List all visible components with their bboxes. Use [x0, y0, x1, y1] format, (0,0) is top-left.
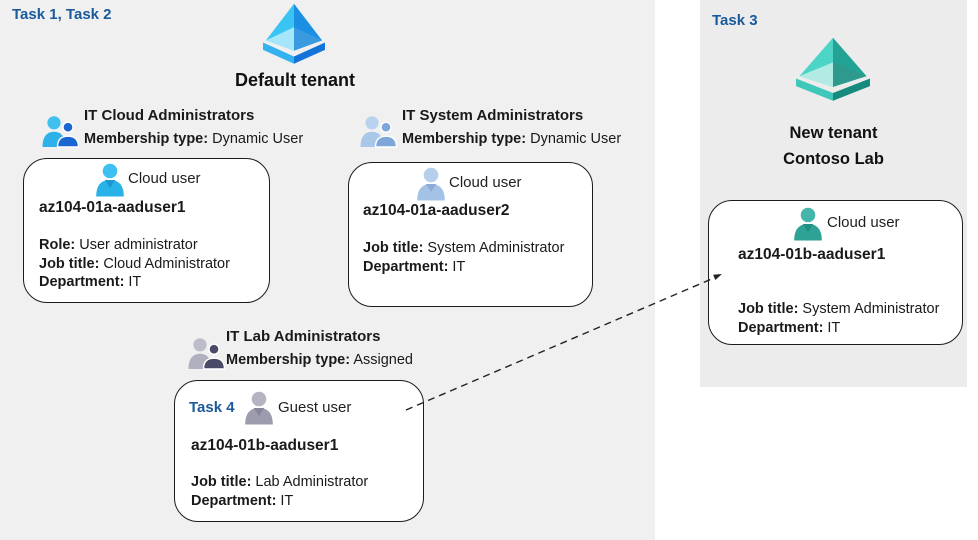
- group-icon-system-admins: [360, 115, 397, 148]
- field-value: IT: [827, 319, 841, 336]
- group-name-cloud-admins: IT Cloud Administrators: [84, 107, 255, 124]
- cloud-user-card-2: Cloud user az104-01a-aaduser2 Job title:…: [348, 162, 593, 307]
- field-value: User administrator: [79, 237, 198, 253]
- field-row: Role:User administrator: [39, 236, 230, 255]
- membership-value: Dynamic User: [212, 131, 304, 147]
- group-icon-lab-admins: [188, 337, 225, 370]
- field-label: Job title:: [191, 474, 252, 490]
- default-tenant-title: Default tenant: [234, 70, 355, 90]
- membership-label: Membership type:: [84, 131, 209, 147]
- field-value: System Administrator: [427, 240, 565, 256]
- card-type-label: Cloud user: [827, 214, 900, 231]
- username: az104-01a-aaduser2: [363, 202, 510, 219]
- guest-user-card: Task 4 Guest user az104-01b-aaduser1 Job…: [174, 380, 424, 522]
- field-row: Job title:System Administrator: [738, 300, 939, 319]
- task-1-2-label: Task 1, Task 2: [12, 6, 112, 23]
- field-row: Department:IT: [738, 319, 939, 338]
- field-label: Job title:: [39, 255, 100, 272]
- new-tenant-title: New tenant Contoso Lab: [700, 120, 967, 172]
- default-tenant-icon: [258, 3, 330, 66]
- new-tenant-icon: [790, 37, 876, 103]
- field-label: Role:: [39, 237, 76, 253]
- card-fields: Job title:System Administrator Departmen…: [738, 300, 939, 337]
- username: az104-01b-aaduser1: [738, 246, 886, 263]
- username: az104-01b-aaduser1: [191, 437, 339, 454]
- group-icon-cloud-admins: [42, 115, 79, 148]
- field-label: Department:: [738, 319, 824, 336]
- card-type-label: Guest user: [278, 399, 352, 416]
- username: az104-01a-aaduser1: [39, 199, 186, 216]
- person-icon-new-tenant-user: [793, 207, 823, 241]
- field-label: Job title:: [363, 240, 424, 256]
- field-row: Job title:Lab Administrator: [191, 473, 368, 492]
- membership-value: Assigned: [353, 352, 413, 368]
- person-icon-guest-user: [244, 391, 274, 425]
- membership-line-system-admins: Membership type: Dynamic User: [402, 131, 621, 147]
- field-value: IT: [452, 258, 466, 275]
- field-value: Cloud Administrator: [103, 255, 230, 272]
- field-value: System Administrator: [802, 301, 940, 317]
- card-fields: Job title:Lab Administrator Department:I…: [191, 473, 368, 510]
- card-fields: Job title:System Administrator Departmen…: [363, 239, 564, 276]
- field-value: IT: [128, 274, 142, 290]
- membership-value: Dynamic User: [530, 131, 622, 147]
- field-row: Department:IT: [39, 273, 230, 292]
- new-tenant-title-line1: New tenant: [789, 124, 878, 142]
- field-label: Department:: [363, 258, 449, 275]
- new-tenant-user-card: Cloud user az104-01b-aaduser1 Job title:…: [708, 200, 963, 345]
- membership-line-lab-admins: Membership type: Assigned: [226, 352, 413, 368]
- field-label: Job title:: [738, 301, 799, 317]
- field-value: IT: [280, 492, 294, 509]
- person-icon-cloud-user-1: [95, 163, 125, 197]
- field-label: Department:: [39, 274, 125, 290]
- field-row: Department:IT: [363, 258, 564, 277]
- card-type-label: Cloud user: [449, 174, 522, 191]
- field-value: Lab Administrator: [255, 474, 369, 490]
- person-icon-cloud-user-2: [416, 167, 446, 201]
- field-label: Department:: [191, 492, 277, 509]
- card-type-label: Cloud user: [128, 170, 201, 187]
- new-tenant-title-line2: Contoso Lab: [783, 150, 884, 168]
- membership-line-cloud-admins: Membership type: Dynamic User: [84, 131, 303, 147]
- card-fields: Role:User administrator Job title:Cloud …: [39, 236, 230, 292]
- cloud-user-card-1: Cloud user az104-01a-aaduser1 Role:User …: [23, 158, 270, 303]
- field-row: Job title:System Administrator: [363, 239, 564, 258]
- field-row: Job title:Cloud Administrator: [39, 255, 230, 274]
- group-name-lab-admins: IT Lab Administrators: [226, 328, 381, 345]
- membership-label: Membership type:: [402, 131, 527, 147]
- task-3-label: Task 3: [712, 12, 758, 29]
- membership-label: Membership type:: [226, 352, 351, 368]
- field-row: Department:IT: [191, 492, 368, 511]
- task-4-label: Task 4: [189, 399, 235, 416]
- group-name-system-admins: IT System Administrators: [402, 107, 584, 124]
